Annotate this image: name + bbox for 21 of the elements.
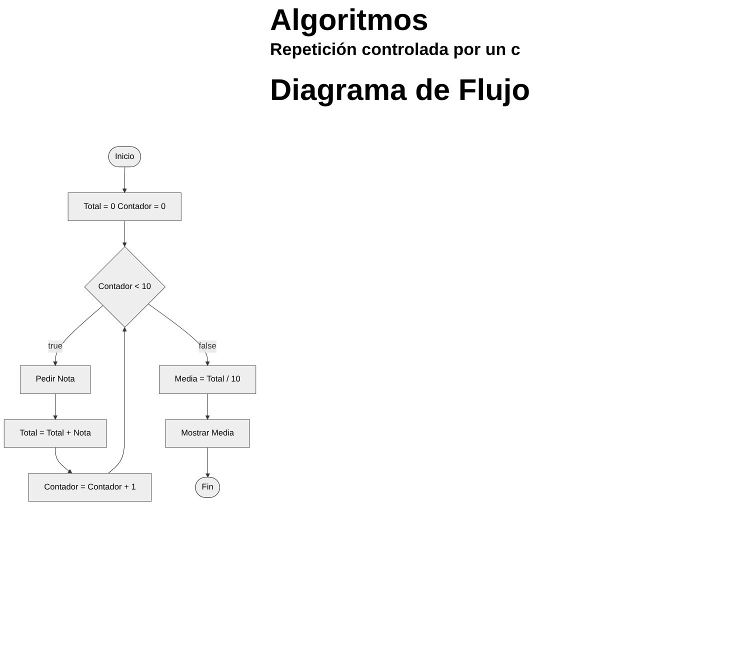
arrow — [205, 447, 210, 478]
node-box: Pedir Nota — [20, 365, 91, 394]
node-box: Total = Total + Nota — [4, 419, 107, 448]
node-box: Media = Total / 10 — [159, 365, 256, 394]
title: Algoritmos — [270, 4, 430, 38]
node-diamond: Contador < 10 — [84, 246, 166, 328]
arrow — [122, 166, 127, 193]
arrow — [205, 393, 210, 420]
heading: Diagrama de Flujo — [270, 74, 532, 108]
arrow — [122, 220, 127, 247]
node-box: Total = 0 Contador = 0 — [68, 192, 182, 221]
node-box: Mostrar Media — [165, 419, 250, 448]
subtitle: Repetición controlada por un c — [270, 40, 522, 60]
edge-label: false — [198, 342, 216, 351]
edge-label: true — [48, 342, 62, 351]
arrow — [53, 305, 104, 366]
arrow — [53, 393, 58, 420]
arrow — [108, 327, 127, 474]
arrow — [148, 304, 210, 366]
node-box: Contador = Contador + 1 — [28, 473, 152, 502]
arrow — [55, 447, 72, 474]
